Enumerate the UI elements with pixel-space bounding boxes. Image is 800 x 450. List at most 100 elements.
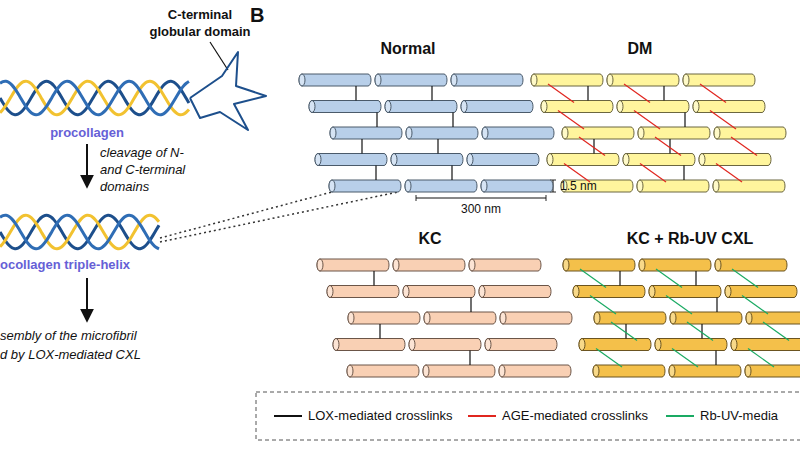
extra-crosslink xyxy=(596,349,622,368)
lox-crosslink xyxy=(695,271,696,286)
molecule-end xyxy=(731,339,737,351)
molecule-end xyxy=(683,74,689,86)
collagen-molecule xyxy=(451,74,523,86)
collagen-molecule xyxy=(309,101,381,113)
collagen-molecule xyxy=(563,259,635,271)
collagen-molecule xyxy=(607,74,679,86)
collagen-molecule xyxy=(485,339,557,351)
panel-letter: B xyxy=(250,2,264,28)
helix-strand xyxy=(0,215,159,248)
collagen-molecule xyxy=(348,312,420,324)
collagen-molecule xyxy=(317,259,389,271)
panel-title: KC + Rb-UV CXL xyxy=(590,228,790,249)
panel-title: Normal xyxy=(308,38,508,59)
molecule-end xyxy=(299,74,305,86)
extra-crosslink xyxy=(624,84,650,103)
lox-crosslink xyxy=(587,86,588,101)
molecule-end xyxy=(500,312,506,324)
legend-line-sample xyxy=(468,410,496,422)
molecule-end xyxy=(579,339,585,351)
collagen-molecule xyxy=(637,180,709,192)
collagen-molecule xyxy=(499,365,571,377)
molecule-end xyxy=(725,286,731,298)
molecule-end xyxy=(406,127,412,139)
panel-title: KC xyxy=(330,228,530,249)
molecule-end xyxy=(617,101,623,113)
extra-crosslink xyxy=(558,111,584,130)
lox-crosslink xyxy=(355,86,356,101)
fibril-illustration xyxy=(299,74,800,377)
collagen-molecule xyxy=(405,180,477,192)
collagen-molecule xyxy=(731,339,800,351)
lox-crosslink xyxy=(376,113,377,128)
collagen-molecule xyxy=(467,154,539,166)
molecule-end xyxy=(348,312,354,324)
collagen-molecule xyxy=(638,127,710,139)
molecule-end xyxy=(315,154,321,166)
dimension-line xyxy=(416,198,546,199)
molecule-end xyxy=(485,339,491,351)
process-arrow xyxy=(86,144,88,186)
collagen-molecule xyxy=(725,286,797,298)
collagen-molecule xyxy=(541,101,613,113)
lox-crosslink xyxy=(684,113,685,128)
collagen-molecule xyxy=(547,154,619,166)
lox-crosslink xyxy=(361,139,362,154)
collagen-molecule xyxy=(670,312,742,324)
extra-crosslink xyxy=(732,269,758,288)
molecule-end xyxy=(531,74,537,86)
legend-line xyxy=(666,415,694,417)
molecule-end xyxy=(317,259,323,271)
extra-crosslink xyxy=(580,269,606,288)
extra-crosslink xyxy=(710,111,736,130)
extra-crosslink xyxy=(742,296,768,315)
extra-crosslink xyxy=(731,137,757,156)
collagen-molecule xyxy=(669,365,741,377)
collagen-molecule xyxy=(461,101,533,113)
zoom-dotted-line xyxy=(160,192,332,238)
molecule-end xyxy=(330,127,336,139)
lox-crosslink xyxy=(452,113,453,128)
molecule-end xyxy=(655,339,661,351)
globular-domain xyxy=(190,52,266,130)
collagen-molecule xyxy=(649,286,721,298)
extra-crosslink xyxy=(672,349,698,368)
molecule-end xyxy=(594,312,600,324)
molecule-end xyxy=(715,259,721,271)
lox-crosslink xyxy=(373,271,374,286)
collagen-molecule xyxy=(579,339,651,351)
molecule-end xyxy=(405,180,411,192)
molecule-end xyxy=(699,154,705,166)
molecule-end xyxy=(479,286,485,298)
helix-strand xyxy=(0,81,189,114)
molecule-end xyxy=(713,180,719,192)
molecule-end xyxy=(623,154,629,166)
molecule-end xyxy=(638,127,644,139)
molecule-end xyxy=(403,286,409,298)
molecule-end xyxy=(409,339,415,351)
collagen-molecule xyxy=(715,259,787,271)
molecule-end xyxy=(714,127,720,139)
molecule-end xyxy=(481,180,487,192)
collagen-molecule xyxy=(329,180,401,192)
collagen-molecule xyxy=(713,180,785,192)
lox-crosslink xyxy=(437,139,438,154)
lox-crosslink xyxy=(663,86,664,101)
molecule-end xyxy=(469,259,475,271)
molecule-end xyxy=(391,154,397,166)
collagen-molecule xyxy=(617,101,689,113)
legend-text: Rb-UV-media xyxy=(700,408,778,423)
collagen-molecule xyxy=(423,365,495,377)
collagen-molecule xyxy=(330,127,402,139)
lox-crosslink xyxy=(593,139,594,154)
collagen-molecule xyxy=(531,74,603,86)
collagen-molecule xyxy=(593,365,665,377)
collagen-molecule xyxy=(562,127,634,139)
collagen-molecule xyxy=(639,259,711,271)
molecule-end xyxy=(669,365,675,377)
lox-crosslink xyxy=(701,324,702,339)
collagen-molecule xyxy=(347,365,419,377)
legend-text: LOX-mediated crosslinks xyxy=(308,408,453,423)
